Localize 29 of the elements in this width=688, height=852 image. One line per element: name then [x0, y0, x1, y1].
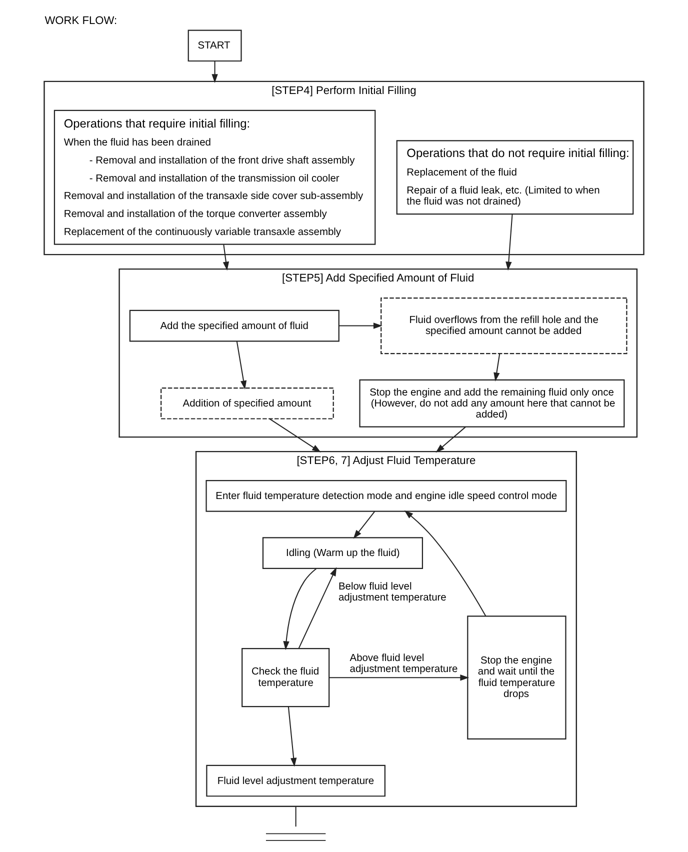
arrow [506, 214, 513, 271]
node-box: Stop the engine and add the remaining fluid only once (However, do not add any amount here that cannot be added) [359, 379, 625, 428]
arrow [283, 568, 317, 650]
arrow [212, 61, 218, 84]
node-box: Operations that require initial filling: When the fluid has been drained - Removal and installation of the front drive shaft assembly - Removal and installation of the transmission oil cooler Removal and installation of the transaxle side cover sub-assembly Removal and installation of the torque converter assembly Replacement of the continuously variable transaxle assembly [54, 110, 376, 245]
node-box: Idling (Warm up the fluid) [262, 537, 424, 569]
arrow [222, 244, 230, 271]
connector [295, 806, 296, 827]
arrow [288, 706, 297, 767]
arrow [329, 674, 470, 681]
arrow [338, 322, 382, 329]
node-box: START [188, 30, 242, 62]
node-box: Enter fluid temperature detection mode and engine idle speed control mode [206, 480, 567, 512]
node-box: Fluid overflows from the refill hole and the specified amount cannot be added [380, 298, 628, 354]
node-box: Stop the engine and wait until the fluid temperature drops [467, 616, 566, 740]
edge-label: Below fluid level adjustment temperature [338, 581, 446, 604]
node-box: Addition of specified amount [160, 388, 334, 420]
arrow [436, 426, 466, 453]
arrow [494, 354, 500, 382]
node-box: Operations that do not require initial filling: Replacement of the fluid Repair of a fluid leak, etc. (Limited to when the fluid was not drained) [396, 140, 634, 215]
node-box: Fluid level adjustment temperature [206, 764, 386, 797]
node-box: Add the specified amount of fluid [129, 310, 340, 342]
diagram-title: WORK FLOW: [44, 14, 118, 27]
node-box: Check the fluid temperature [242, 648, 330, 708]
arrow [298, 567, 337, 649]
edge-label: Above fluid level adjustment temperature [350, 653, 458, 676]
arrow [404, 510, 486, 616]
arrow [236, 341, 247, 390]
arrow [353, 511, 376, 539]
